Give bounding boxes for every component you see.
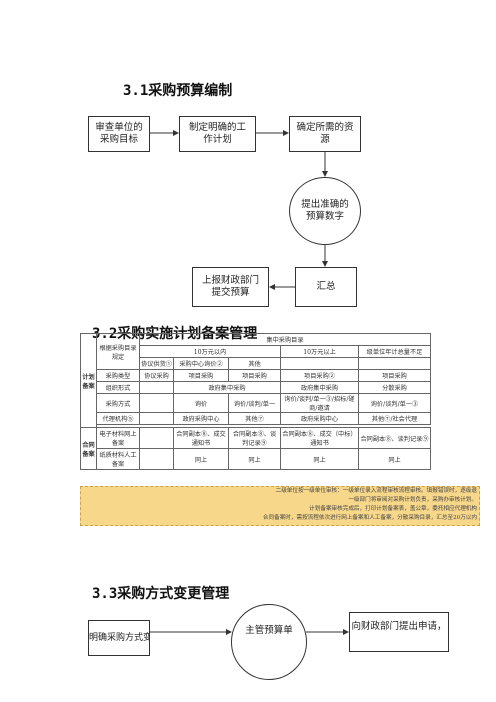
header-over-100k: 10万元以上 bbox=[280, 345, 359, 358]
table-row: 采购类型 协议采购 项目采购 项目采购 项目采购② 项目采购 bbox=[81, 369, 431, 382]
filing-table: 计划备案 根据采购目录规定 集中采购目录 10万元以内 10万元以上 级单位年计… bbox=[80, 333, 431, 470]
filing-notes: 二级单位按一级单位审核：一级单位录入流程审核流程审核。填报错误时，逐级退 一级部… bbox=[80, 486, 480, 526]
table-row: 代理机构⑤ 政府采购中心 其他⑦ 政府采购中心 其他⑦/社会代理 bbox=[81, 412, 431, 425]
header-central-catalog: 集中采购目录 bbox=[139, 333, 431, 346]
note-line: 二级单位按一级单位审核：一级单位录入流程审核流程审核。填报错误时，逐级退 bbox=[275, 488, 477, 494]
header-agreement-supply: 协议供货① bbox=[139, 357, 174, 370]
report-finance-box: 上报财政部门提交预算 bbox=[192, 267, 269, 307]
method-change-box: 明确采购方式变更 bbox=[88, 620, 150, 656]
summary-box: 汇总 bbox=[295, 267, 357, 307]
section-title-method-change: 3.3采购方式变更管理 bbox=[92, 586, 230, 602]
table-row: 采购方式 询价 询价/谈判/单一 询价/谈判/单一③/招标/磋商/邀请 询价/谈… bbox=[81, 393, 431, 413]
budget-unit-circle: 主管预算单 bbox=[231, 604, 307, 680]
header-other: 其他 bbox=[228, 357, 281, 370]
section-title-budget: 3.1采购预算编制 bbox=[123, 83, 233, 99]
header-catalog-rule: 根据采购目录规定 bbox=[96, 333, 140, 370]
note-line: 一级部门将审阅对采购计划负责，采购办审核计划。 bbox=[348, 497, 477, 503]
group-label-contract: 合同备案 bbox=[80, 427, 97, 470]
resources-box: 确定所需的资源 bbox=[289, 116, 361, 152]
table-row: 合同备案 电子材料网上备案 合同副本⑧、成交通知书 合同副本⑧、谈判记录⑨ 合同… bbox=[80, 427, 431, 470]
work-plan-box: 制定明确的工作计划 bbox=[179, 116, 256, 152]
apply-finance-box: 向财政部门提出申请， bbox=[349, 612, 449, 652]
header-under-100k: 10万元以内 bbox=[139, 345, 281, 358]
budget-number-circle: 提出准确的预算数字 bbox=[289, 177, 361, 245]
header-center-inquiry: 采购中心询价② bbox=[173, 357, 229, 370]
group-label-plan: 计划备案 bbox=[80, 333, 97, 428]
table-row: 纸质材料人工备案 同上 同上 同上 同上 bbox=[81, 448, 431, 470]
note-line: 合同备案时，需按流程依次进行网上备案和人工备案，分散采购目录，汇总至20万以内 bbox=[262, 515, 477, 521]
header-level-total: 级单位年计总量不足 bbox=[358, 345, 431, 358]
note-line: 计划备案审核完成后，打印计划备案表，盖公章，委托相应代理机构 bbox=[309, 506, 477, 512]
review-target-box: 审查单位的采购目标 bbox=[88, 116, 150, 152]
table-row: 组织形式 政府集中采购 政府集中采购 分散采购 bbox=[81, 381, 431, 394]
